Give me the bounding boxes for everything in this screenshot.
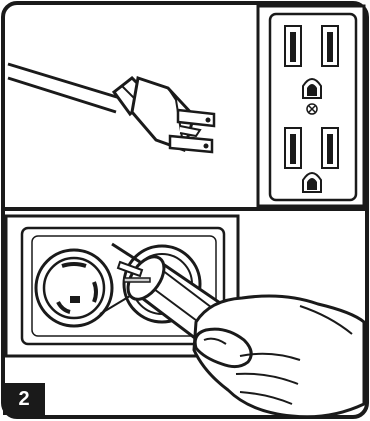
screw-icon xyxy=(307,104,317,114)
duplex-outlet-icon xyxy=(258,6,364,206)
step-number-badge: 2 xyxy=(3,383,45,415)
